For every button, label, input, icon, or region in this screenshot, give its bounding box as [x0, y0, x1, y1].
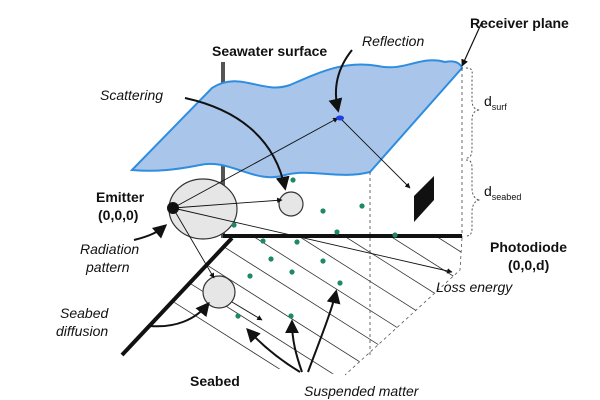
- label-radiation-line1: Radiation: [80, 241, 139, 257]
- label-emitter-coord: (0,0,0): [98, 207, 138, 223]
- brace-d-surf: [465, 67, 481, 159]
- label-seabed-diffusion-line1: Seabed: [60, 305, 109, 321]
- label-reflection: Reflection: [362, 33, 424, 49]
- diagonal-axis: [120, 236, 234, 357]
- reflection-point: [336, 115, 344, 121]
- label-seawater-surface: Seawater surface: [212, 43, 327, 59]
- label-radiation-line2: pattern: [85, 259, 130, 275]
- label-receiver-plane: Receiver plane: [470, 15, 569, 31]
- label-d-surf: dsurf: [484, 93, 507, 112]
- label-suspended-matter: Suspended matter: [304, 383, 420, 399]
- suspended-particles: [231, 177, 398, 319]
- label-photodiode: Photodiode: [490, 239, 567, 255]
- photodiode-device: [414, 176, 434, 222]
- label-loss-energy: Loss energy: [436, 279, 513, 295]
- emitter-source: [167, 202, 179, 214]
- label-seabed: Seabed: [190, 373, 240, 389]
- label-seabed-diffusion-line2: diffusion: [56, 323, 108, 339]
- seabed-diffusion-circle: [202, 275, 236, 309]
- label-scattering: Scattering: [100, 87, 163, 103]
- label-photodiode-coord: (0,0,d): [508, 257, 549, 273]
- receiver-plane-arrow: [461, 21, 483, 67]
- seabed-far-edge: [344, 237, 463, 376]
- water-surface: [129, 59, 464, 179]
- brace-d-seabed: [465, 159, 481, 237]
- seabed-hatching: [160, 238, 462, 375]
- label-arrows: [133, 49, 353, 373]
- emitter-rays: [172, 117, 453, 321]
- receiver-plane-lines: [369, 68, 463, 355]
- label-emitter: Emitter: [96, 189, 145, 205]
- label-d-seabed: dseabed: [484, 183, 521, 202]
- scattering-particle: [278, 191, 304, 217]
